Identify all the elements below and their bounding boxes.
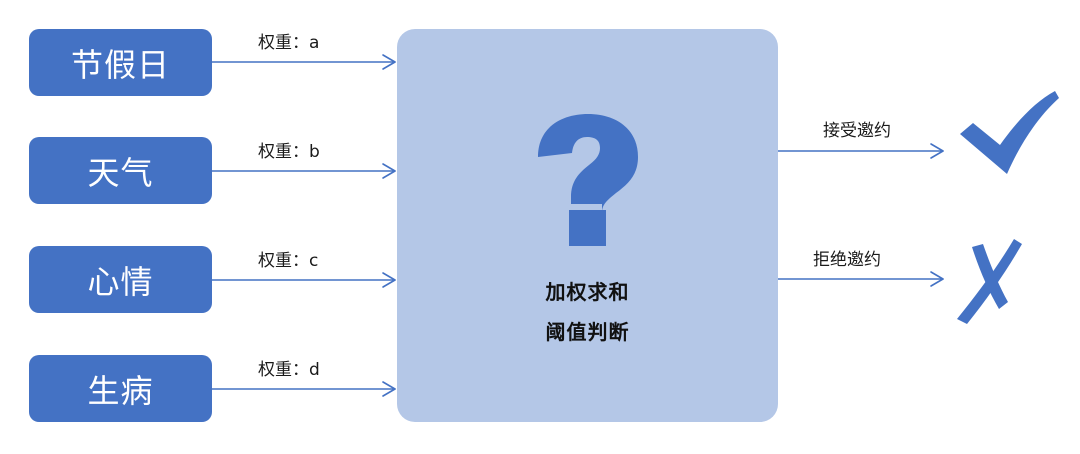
- arrowhead-input-1: [382, 54, 396, 70]
- output-label-reject: 拒绝邀约: [813, 250, 881, 270]
- arrowhead-input-4: [382, 381, 396, 397]
- input-node-label: 生病: [87, 371, 154, 410]
- weight-label-c: 权重：c: [258, 251, 319, 271]
- processing-label-weighted-sum: 加权求和: [545, 280, 630, 304]
- question-mark-icon: [538, 114, 638, 246]
- arrowhead-output-reject: [930, 271, 944, 287]
- input-node-label: 节假日: [70, 45, 170, 84]
- input-node-label: 心情: [87, 262, 154, 301]
- cross-icon: [957, 239, 1022, 324]
- input-node-holiday: 节假日: [29, 29, 212, 96]
- input-node-label: 天气: [87, 153, 154, 192]
- weight-label-b: 权重：b: [258, 142, 320, 162]
- processing-label-threshold: 阈值判断: [545, 320, 630, 344]
- checkmark-icon: [960, 91, 1059, 174]
- arrowhead-input-3: [382, 272, 396, 288]
- weight-label-d: 权重：d: [258, 360, 320, 380]
- input-node-sickness: 生病: [29, 355, 212, 422]
- processing-node: 加权求和 阈值判断: [397, 29, 778, 422]
- arrowhead-input-2: [382, 163, 396, 179]
- input-node-mood: 心情: [29, 246, 212, 313]
- output-label-accept: 接受邀约: [823, 121, 891, 141]
- arrowhead-output-accept: [930, 143, 944, 159]
- weight-label-a: 权重：a: [258, 33, 320, 53]
- input-node-weather: 天气: [29, 137, 212, 204]
